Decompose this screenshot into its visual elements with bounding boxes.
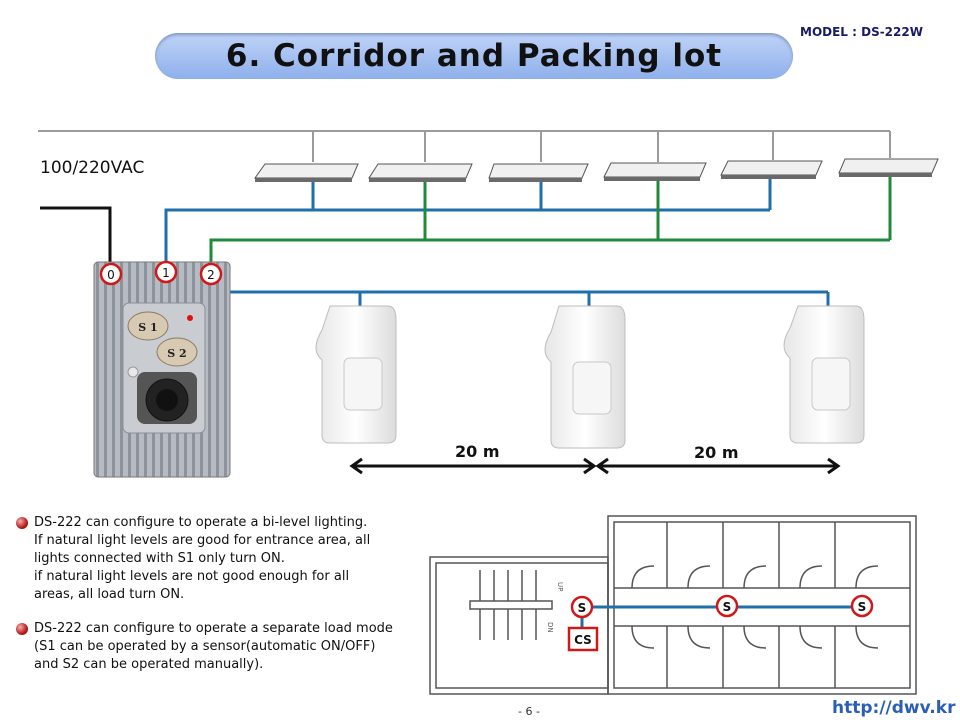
bullet-icon (16, 517, 28, 529)
description-line: areas, all load turn ON. (34, 587, 185, 602)
gray-bus (38, 130, 891, 162)
description-line: DS-222 can configure to operate a bi-lev… (34, 515, 368, 530)
floor-plan (429, 515, 917, 695)
blue-wire (164, 179, 830, 306)
terminal-1-marker (154, 260, 178, 284)
switch-label-s2: S 2 (167, 347, 186, 360)
green-wire (209, 177, 892, 265)
light-panels (254, 158, 939, 182)
floorplan-control-label: CS (574, 633, 592, 647)
description-item: DS-222 can configure to operate a separa… (14, 620, 434, 674)
page-title: 6. Corridor and Packing lot (225, 38, 723, 74)
website-link[interactable]: http://dwv.kr (832, 698, 956, 718)
description-line: if natural light levels are not good eno… (34, 569, 350, 584)
distance-label: 20 m (694, 443, 739, 462)
distance-label: 20 m (455, 442, 500, 461)
switch-button-s1[interactable] (127, 311, 169, 341)
terminal-0-label: 0 (107, 268, 115, 282)
description-list: DS-222 can configure to operate a bi-lev… (14, 514, 434, 690)
stair-up-label: UP (556, 582, 564, 591)
floorplan-control-box (567, 626, 599, 652)
description-item: DS-222 can configure to operate a bi-lev… (14, 514, 434, 604)
description-line: (S1 can be operated by a sensor(automati… (34, 639, 376, 654)
light-panel (254, 163, 359, 182)
floorplan-sensor-marker (850, 594, 874, 618)
terminal-2-label: 2 (207, 268, 215, 282)
distance-arrow-2 (595, 457, 841, 475)
terminal-0-marker (99, 262, 123, 286)
terminal-1-label: 1 (162, 266, 170, 280)
page-number: - 6 - (518, 705, 540, 718)
floorplan-sensor-marker (715, 594, 739, 618)
stair-down-label: DN (546, 622, 554, 633)
power-wire (40, 206, 112, 265)
distance-arrow-1 (349, 457, 597, 475)
switch-label-s1: S 1 (138, 321, 157, 334)
bullet-icon (16, 623, 28, 635)
light-panel (603, 162, 707, 181)
voltage-label: 100/220VAC (40, 158, 145, 178)
model-label: MODEL : DS-222W (800, 25, 923, 39)
motion-sensor (544, 305, 626, 449)
light-panel (720, 160, 823, 179)
switch-button-s2[interactable] (156, 337, 198, 367)
description-line: If natural light levels are good for ent… (34, 533, 371, 548)
description-line: DS-222 can configure to operate a separa… (34, 621, 393, 636)
motion-sensor (315, 305, 397, 444)
terminal-markers (99, 260, 223, 286)
terminal-2-marker (199, 262, 223, 286)
description-line: lights connected with S1 only turn ON. (34, 551, 285, 566)
floorplan-sensor-label: S (578, 601, 587, 615)
title-bar (155, 33, 793, 79)
floorplan-sensor-marker (570, 595, 594, 619)
light-panel (368, 163, 473, 182)
light-panel (488, 163, 589, 182)
light-panel (838, 158, 939, 177)
motion-sensor (783, 305, 865, 444)
led-indicator (187, 315, 193, 321)
floorplan-sensor-label: S (723, 600, 732, 614)
wall-switch (93, 261, 231, 478)
description-line: and S2 can be operated manually). (34, 657, 264, 672)
floorplan-sensor-label: S (858, 600, 867, 614)
